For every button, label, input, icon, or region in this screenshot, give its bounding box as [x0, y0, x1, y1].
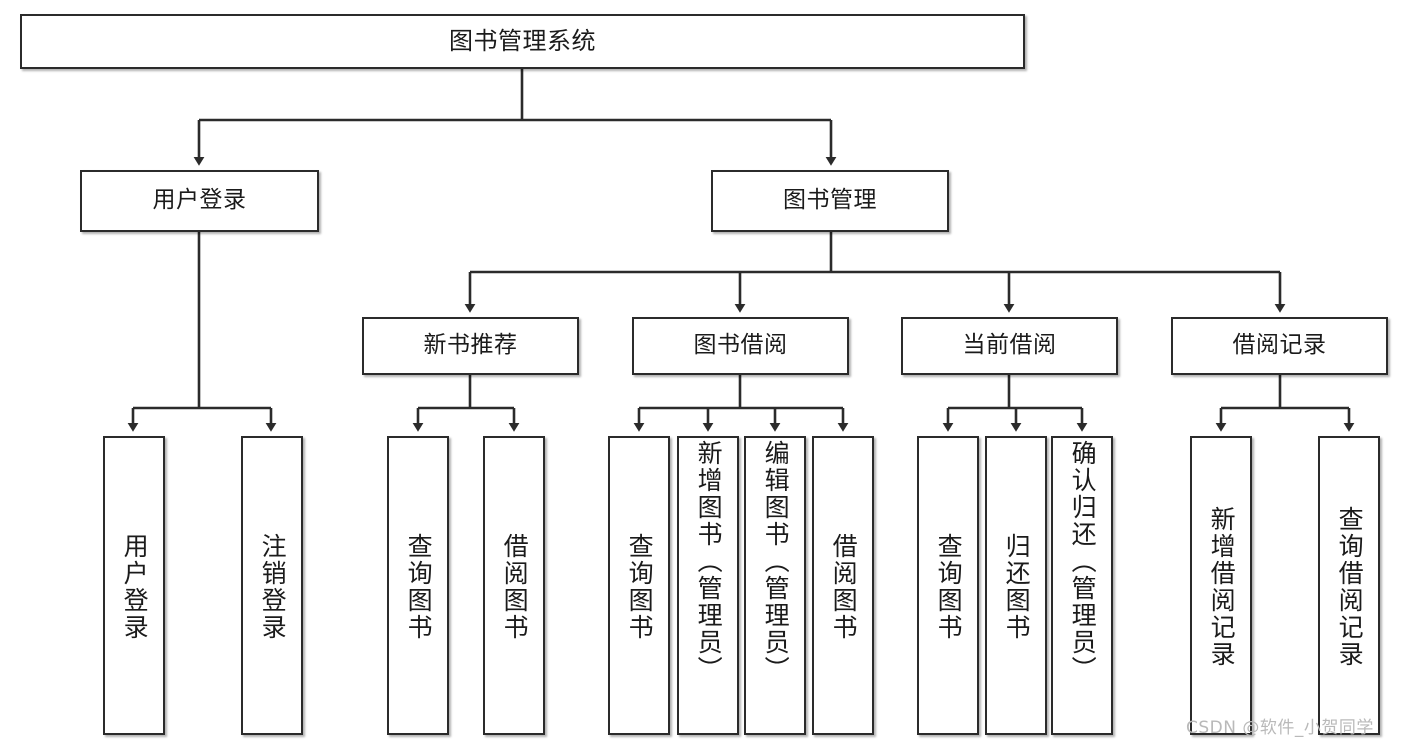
node-new-book-recommend[interactable]: 新书推荐	[362, 317, 579, 375]
leaf-query-borrow-record[interactable]: 查询借阅记录	[1318, 436, 1380, 735]
node-user-login[interactable]: 用户登录	[80, 170, 319, 232]
node-label: 归还图书	[1002, 532, 1032, 641]
node-label: 确认归还（管理员）	[1068, 440, 1098, 683]
leaf-query-book-recommend[interactable]: 查询图书	[387, 436, 449, 735]
node-book-management[interactable]: 图书管理	[711, 170, 949, 232]
node-label: 新增借阅记录	[1207, 505, 1237, 668]
leaf-query-book-borrow[interactable]: 查询图书	[608, 436, 670, 735]
node-label: 查询图书	[625, 532, 655, 641]
node-label: 图书管理系统	[449, 27, 596, 56]
node-book-borrow[interactable]: 图书借阅	[632, 317, 849, 375]
leaf-add-borrow-record[interactable]: 新增借阅记录	[1190, 436, 1252, 735]
leaf-query-book-current[interactable]: 查询图书	[917, 436, 979, 735]
node-label: 图书管理	[783, 187, 877, 214]
node-label: 编辑图书（管理员）	[761, 440, 791, 683]
node-label: 注销登录	[258, 532, 288, 641]
leaf-borrow-book-recommend[interactable]: 借阅图书	[483, 436, 545, 735]
node-label: 用户登录	[152, 187, 247, 214]
node-label: 借阅图书	[829, 532, 859, 641]
node-label: 查询图书	[934, 532, 964, 641]
node-label: 查询借阅记录	[1335, 505, 1365, 668]
node-label: 新书推荐	[423, 332, 518, 359]
leaf-edit-book-admin[interactable]: 编辑图书（管理员）	[744, 436, 806, 735]
node-label: 用户登录	[120, 532, 150, 641]
leaf-return-book[interactable]: 归还图书	[985, 436, 1047, 735]
node-current-borrow[interactable]: 当前借阅	[901, 317, 1118, 375]
leaf-logout[interactable]: 注销登录	[241, 436, 303, 735]
node-label: 当前借阅	[962, 332, 1057, 359]
node-root-system[interactable]: 图书管理系统	[20, 14, 1025, 69]
leaf-borrow-book[interactable]: 借阅图书	[812, 436, 874, 735]
leaf-add-book-admin[interactable]: 新增图书（管理员）	[677, 436, 739, 735]
node-label: 查询图书	[404, 532, 434, 641]
node-label: 借阅图书	[500, 532, 530, 641]
node-label: 新增图书（管理员）	[694, 440, 724, 683]
leaf-user-login[interactable]: 用户登录	[103, 436, 165, 735]
node-label: 借阅记录	[1232, 332, 1327, 359]
node-borrow-record[interactable]: 借阅记录	[1171, 317, 1388, 375]
watermark-text: CSDN @软件_小贺同学	[1186, 718, 1374, 738]
leaf-confirm-return-admin[interactable]: 确认归还（管理员）	[1051, 436, 1113, 735]
node-label: 图书借阅	[693, 332, 788, 359]
